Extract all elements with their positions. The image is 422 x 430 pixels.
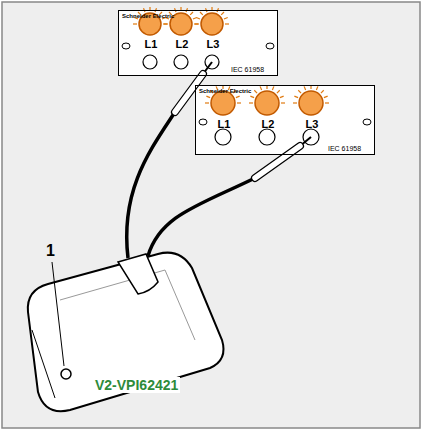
test-socket <box>143 55 319 145</box>
lamp-ray <box>194 23 198 24</box>
phase-label: L3 <box>207 39 220 50</box>
phase-label: L2 <box>262 119 275 130</box>
lamp-ray <box>206 96 210 98</box>
leader-line <box>52 262 64 366</box>
lamp-ray <box>200 12 203 15</box>
phase-label: L3 <box>306 119 319 130</box>
lamp-ray <box>272 86 274 90</box>
phase-label: L1 <box>145 39 158 50</box>
brand-logo: Schneider Electric <box>199 88 251 94</box>
indicator-lamp <box>139 13 323 115</box>
lamp-ray <box>164 23 168 24</box>
lamp-ray <box>250 96 254 98</box>
lamp-ray <box>324 96 328 98</box>
tester-body <box>28 253 224 412</box>
lamp-ray <box>237 102 241 103</box>
lamp-ray <box>225 23 229 24</box>
model-reference: V2-VPI62421 <box>93 377 180 393</box>
brand-logo: Schneider Electric <box>122 13 174 19</box>
lamp-ray <box>193 17 197 19</box>
lamp-ray <box>221 12 224 15</box>
lamp-ray <box>133 23 137 24</box>
lamp-ray <box>304 86 306 90</box>
panel-face <box>195 85 375 155</box>
callout-number: 1 <box>44 242 57 260</box>
lamp-ray <box>298 90 301 93</box>
lamp-ray <box>277 90 280 93</box>
indicator-panel: Schneider ElectricL1 L2 L3IEC 61958 <box>118 10 278 76</box>
lamp-ray <box>224 17 228 19</box>
lamp-ray <box>280 96 284 98</box>
phase-label: L2 <box>176 39 189 50</box>
lamp-ray <box>325 102 329 103</box>
lamp-ray <box>205 102 209 103</box>
lamp-ray <box>321 90 324 93</box>
cable <box>127 112 255 258</box>
lamp-ray <box>293 102 297 103</box>
indicator-panel: Schneider ElectricL1 L2 L3IEC 61958 <box>195 85 375 155</box>
phase-label: L1 <box>218 119 231 130</box>
lamp-ray <box>236 96 240 98</box>
panel-face <box>118 10 278 76</box>
lamp-rays <box>133 7 329 103</box>
lamp-ray <box>254 90 257 93</box>
lamp-ray <box>163 23 167 24</box>
lamp-ray <box>260 86 262 90</box>
lamp-ray <box>249 102 253 103</box>
lamp-ray <box>294 96 298 98</box>
fixing-hole <box>122 43 371 125</box>
standard-mark: IEC 61958 <box>328 145 361 152</box>
lamp-ray <box>281 102 285 103</box>
lamp-ray <box>196 17 200 19</box>
lamp-ray <box>316 86 318 90</box>
standard-mark: IEC 61958 <box>231 66 264 73</box>
lamp-ray <box>195 23 199 24</box>
lamp-ray <box>190 12 193 15</box>
